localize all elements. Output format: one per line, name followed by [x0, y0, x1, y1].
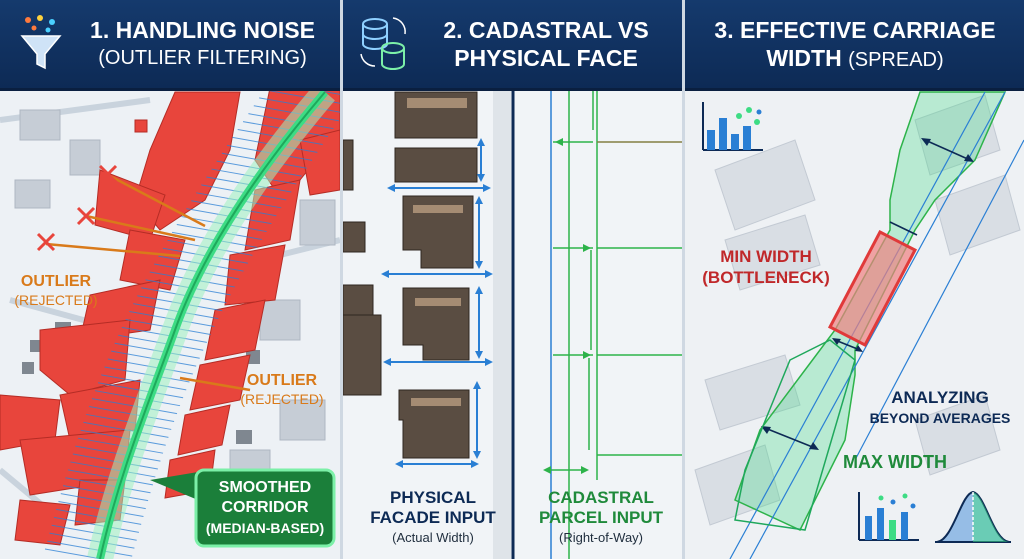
physical-sub: (Actual Width) [392, 530, 474, 545]
width-map [685, 88, 1024, 559]
panel-1-subtitle: (OUTLIER FILTERING) [98, 47, 307, 69]
bottleneck-box [827, 229, 918, 348]
corridor-callout: SMOOTHED CORRIDOR (MEDIAN-BASED) [198, 478, 332, 538]
facade-measure-arrows [385, 142, 489, 465]
panel-3-header: 3. EFFECTIVE CARRIAGE WIDTH (SPREAD) [685, 0, 1024, 91]
outlier-label-2: OUTLIER [246, 372, 318, 389]
database-sync-icon [357, 14, 409, 70]
panel-effective-width: 3. EFFECTIVE CARRIAGE WIDTH (SPREAD) MIN… [685, 0, 1024, 559]
analyzing-line-2: BEYOND AVERAGES [869, 410, 1011, 426]
max-width-label: MAX WIDTH [843, 452, 947, 472]
cadastral-line-1: CADASTRAL [548, 488, 654, 507]
filter-funnel-icon [18, 14, 64, 72]
reject-x-icon [36, 164, 118, 252]
cadastral-line-2: PARCEL INPUT [538, 508, 664, 527]
outlier-sub-2: (REJECTED) [240, 391, 324, 407]
corridor-line-2: CORRIDOR [221, 499, 309, 516]
outlier-label-1: OUTLIER [20, 273, 92, 290]
min-width-sub: (BOTTLENECK) [702, 268, 830, 287]
panel-3-title-line-1: 3. EFFECTIVE CARRIAGE [714, 17, 996, 43]
noise-map [0, 81, 340, 559]
rooftops [343, 91, 478, 459]
outlier-sub-1: (REJECTED) [14, 292, 98, 308]
panel-3-title-line-2: WIDTH [766, 45, 842, 71]
cadastral-sub: (Right-of-Way) [558, 530, 644, 545]
distribution-curve-icon [933, 486, 1013, 546]
panel-3-title-sub: (SPREAD) [848, 49, 944, 71]
panel-2-title-line-1: 2. CADASTRAL VS [443, 17, 649, 43]
analyzing-line-1: ANALYZING [891, 388, 989, 407]
panel-2-title-line-2: PHYSICAL FACE [454, 45, 638, 71]
panel-handling-noise: 1. HANDLING NOISE (OUTLIER FILTERING) OU… [0, 0, 340, 559]
corridor-line-1: SMOOTHED [218, 479, 312, 496]
physical-line-2: FACADE INPUT [370, 508, 496, 527]
bar-chart-icon [701, 100, 765, 154]
physical-line-1: PHYSICAL [390, 488, 476, 507]
corridor-line-3: (MEDIAN-BASED) [205, 520, 325, 536]
panel-cadastral-vs-physical: 2. CADASTRAL VS PHYSICAL FACE PHYSICAL F… [343, 0, 682, 559]
min-width-label: MIN WIDTH [720, 247, 812, 266]
panel-1-header: 1. HANDLING NOISE (OUTLIER FILTERING) [0, 0, 340, 91]
panel-1-title: 1. HANDLING NOISE [90, 17, 315, 43]
panel-2-header: 2. CADASTRAL VS PHYSICAL FACE [343, 0, 682, 91]
bar-chart-icon [857, 490, 921, 544]
cadastral-map [343, 88, 682, 559]
